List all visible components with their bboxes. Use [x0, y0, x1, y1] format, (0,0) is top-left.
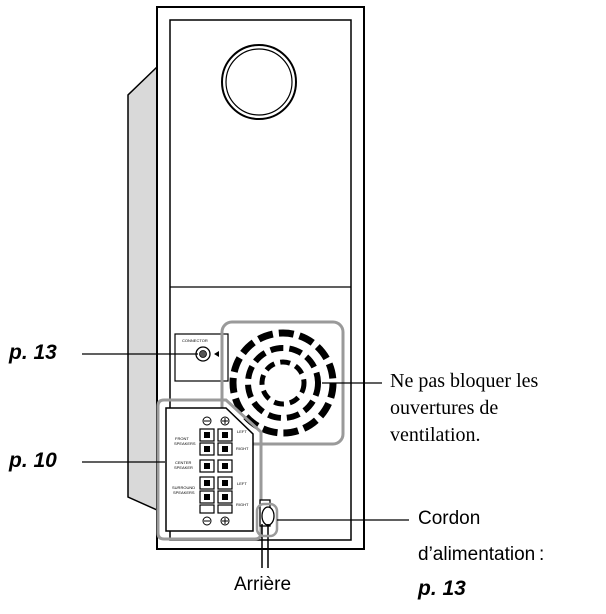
terminal-clip-buttons: [204, 432, 228, 500]
connector-page-ref: p. 13: [9, 341, 57, 364]
terminal-highlight: [156, 398, 263, 541]
connector-panel-label: CONNECTOR: [182, 338, 208, 343]
label-left-surround: LEFT: [237, 481, 247, 486]
rear-label: Arrière: [234, 574, 292, 595]
connector-socket-inner: [199, 350, 207, 358]
ventilation-note-line-2: ouvertures de: [390, 397, 499, 419]
label-center-2: SPEAKER: [174, 465, 193, 470]
connector-box: [174, 333, 229, 382]
label-surround-2: SPEAKERS: [173, 490, 195, 495]
power-cord-cable: [261, 524, 269, 568]
label-left-front: LEFT: [237, 429, 247, 434]
bass-port-inner: [225, 48, 293, 116]
label-front-2: SPEAKERS: [174, 441, 196, 446]
power-cord-label-line-2: d’alimentation :: [418, 544, 545, 565]
power-cord-label-line-1: Cordon: [418, 508, 481, 529]
power-cord-entry: [261, 506, 275, 526]
ventilation-note: Ne pas bloquer les ouvertures de ventila…: [390, 368, 604, 449]
power-cord-page-ref: p. 13: [418, 577, 466, 600]
label-center-1: CENTER: [175, 460, 192, 465]
polarity-symbols-top: [202, 416, 230, 526]
label-front-1: FRONT: [175, 436, 189, 441]
speaker-page-ref: p. 10: [9, 449, 57, 472]
label-right-surround: RIGHT: [236, 502, 249, 507]
ventilation-note-line-1: Ne pas bloquer les: [390, 370, 539, 392]
connector-arrow: [214, 351, 219, 357]
label-surround-1: SURROUND: [172, 485, 195, 490]
side-panel: [127, 65, 158, 512]
label-right-front: RIGHT: [236, 446, 249, 451]
ventilation-note-line-3: ventilation.: [390, 424, 481, 446]
